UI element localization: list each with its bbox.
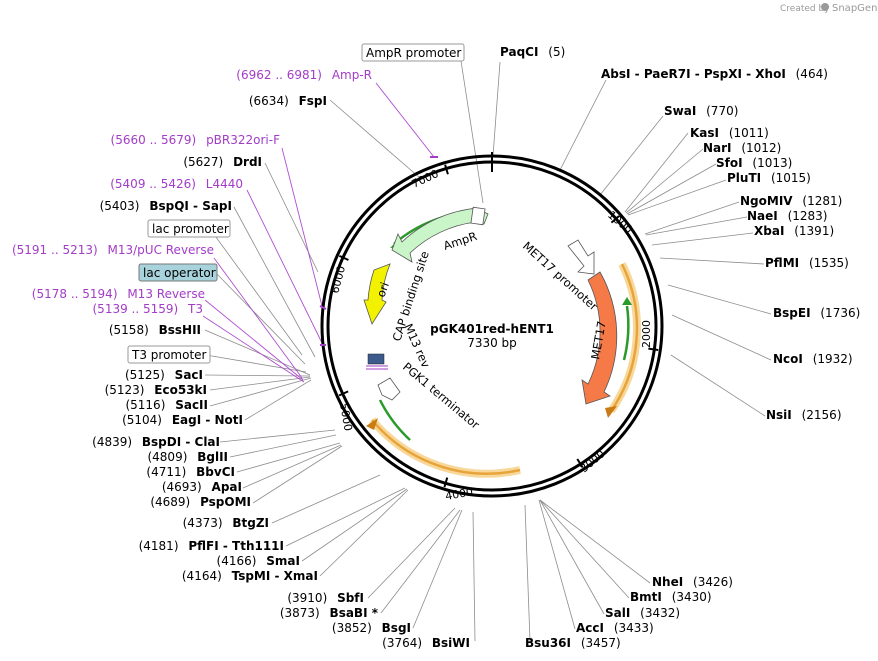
pgk1-label: PGK1 terminator: [400, 360, 482, 432]
met17-label: MET17: [588, 320, 609, 361]
site-l10[interactable]: (4711) BbvCI: [146, 465, 235, 479]
lac-promoter-box[interactable]: lac promoter: [152, 222, 229, 236]
credit-brand: SnapGene: [832, 3, 878, 14]
site-r2[interactable]: SwaI (770): [664, 104, 738, 118]
tick-5000: 5000: [337, 402, 355, 432]
ampr-promoter-arrow: [470, 206, 486, 226]
site-r15[interactable]: BmtI (3430): [630, 590, 712, 604]
lac-cluster: [366, 353, 401, 401]
site-l19[interactable]: (3852) BsgI: [332, 621, 411, 635]
snapgene-credit[interactable]: Created by SnapGene: [780, 3, 878, 14]
site-l18[interactable]: (3873) BsaBI *: [280, 606, 379, 620]
site-l3[interactable]: (5158) BssHII: [109, 323, 201, 337]
met17-promoter-feature[interactable]: MET17 promoter: [520, 239, 601, 314]
site-l12[interactable]: (4689) PspOMI: [150, 495, 251, 509]
site-r0[interactable]: PaqCI (5): [500, 45, 565, 59]
site-l0[interactable]: (6634) FspI: [249, 94, 327, 108]
met17-promoter-label: MET17 promoter: [520, 239, 601, 314]
site-l6[interactable]: (5116) SacII: [125, 398, 208, 412]
plasmid-size: 7330 bp: [467, 336, 517, 350]
primer-2[interactable]: (5409 .. 5426) L4440: [110, 177, 243, 191]
tick-mark: [648, 347, 659, 352]
credit-text: Created by: [780, 4, 830, 14]
tick-mark: [576, 458, 584, 468]
site-l17[interactable]: (3910) SbfI: [287, 591, 364, 605]
site-l1[interactable]: (5627) DrdI: [183, 155, 262, 169]
site-r12[interactable]: NcoI (1932): [773, 352, 853, 366]
site-l15[interactable]: (4166) SmaI: [217, 554, 300, 568]
site-l5[interactable]: (5123) Eco53kI: [105, 383, 207, 397]
primer-0[interactable]: (6962 .. 6981) Amp-R: [236, 68, 372, 82]
primer-4[interactable]: (5178 .. 5194) M13 Reverse: [32, 287, 205, 301]
site-r10[interactable]: PflMI (1535): [765, 256, 849, 270]
site-l8[interactable]: (4839) BspDI - ClaI: [92, 435, 220, 449]
ori-arrow: [363, 263, 391, 325]
site-l16[interactable]: (4164) TspMI - XmaI: [182, 569, 318, 583]
tick-mark: [338, 390, 349, 397]
site-r14[interactable]: NheI (3426): [652, 575, 733, 589]
site-r4[interactable]: NarI (1012): [703, 141, 781, 155]
ampr-promoter-box[interactable]: AmpR promoter: [366, 46, 461, 60]
site-r13[interactable]: NsiI (2156): [766, 408, 842, 422]
ampr-arrow: [391, 207, 489, 263]
site-l11[interactable]: (4693) ApaI: [162, 480, 242, 494]
primer-markers: [319, 156, 438, 346]
boxed-labels[interactable]: AmpR promoter lac promoter lac operator …: [127, 43, 465, 364]
site-r17[interactable]: AccI (3433): [576, 621, 654, 635]
primer-1[interactable]: (5660 .. 5679) pBR322ori-F: [111, 133, 281, 147]
tick-mark: [610, 215, 620, 224]
leader-lines: [202, 60, 772, 642]
site-r9[interactable]: XbaI (1391): [754, 224, 834, 238]
site-r3[interactable]: KasI (1011): [690, 126, 769, 140]
site-r6[interactable]: PluTI (1015): [727, 171, 811, 185]
site-r8[interactable]: NaeI (1283): [747, 209, 827, 223]
site-l7[interactable]: (5104) EagI - NotI: [122, 413, 243, 427]
site-l20[interactable]: (3764) BsiWI: [382, 636, 470, 650]
site-r5[interactable]: SfoI (1013): [716, 156, 792, 170]
tick-mark: [443, 477, 449, 488]
met17-arrow: [581, 271, 618, 405]
primers[interactable]: (6962 .. 6981) Amp-R (5660 .. 5679) pBR3…: [12, 68, 372, 316]
site-l4[interactable]: (5125) SacI: [125, 368, 203, 382]
tick-3000: 3000: [578, 447, 608, 475]
ampr-label: AmpR: [442, 229, 479, 253]
met17-promoter-arrow: [567, 239, 595, 275]
site-l2[interactable]: (5403) BspQI - SapI: [100, 199, 232, 213]
primer-5[interactable]: (5139 .. 5159) T3: [93, 302, 204, 316]
t3-promoter-box[interactable]: T3 promoter: [131, 348, 207, 362]
tick-4000: 4000: [444, 485, 474, 503]
tick-2000: 2000: [640, 320, 653, 348]
site-r1[interactable]: AbsI - PaeR7I - PspXI - XhoI (464): [601, 67, 828, 81]
plasmid-backbone: [320, 152, 664, 498]
position-ticks: [338, 164, 659, 488]
sites-left[interactable]: (6634) FspI (5627) DrdI (5403) BspQI - S…: [92, 94, 470, 650]
lac-operator-box[interactable]: lac operator: [143, 266, 216, 280]
site-r11[interactable]: BspEI (1736): [773, 306, 860, 320]
met17-feature[interactable]: MET17: [581, 271, 618, 405]
ori-label: ori: [374, 280, 392, 299]
sites-right[interactable]: PaqCI (5) AbsI - PaeR7I - PspXI - XhoI (…: [500, 45, 860, 650]
ori-feature[interactable]: ori: [363, 263, 392, 325]
site-r18[interactable]: Bsu36I (3457): [525, 636, 621, 650]
site-r16[interactable]: SalI (3432): [605, 606, 680, 620]
site-l14[interactable]: (4181) PflFI - Tth111I: [139, 539, 284, 553]
site-r7[interactable]: NgoMIV (1281): [740, 194, 842, 208]
primer-3[interactable]: (5191 .. 5213) M13/pUC Reverse: [12, 243, 214, 257]
snapgene-logo-icon: [821, 3, 829, 11]
site-l9[interactable]: (4809) BglII: [147, 450, 228, 464]
plasmid-name: pGK401red-hENT1: [430, 322, 554, 336]
site-l13[interactable]: (4373) BtgZI: [183, 516, 269, 530]
tick-mark: [444, 164, 449, 175]
tick-mark: [338, 254, 349, 261]
